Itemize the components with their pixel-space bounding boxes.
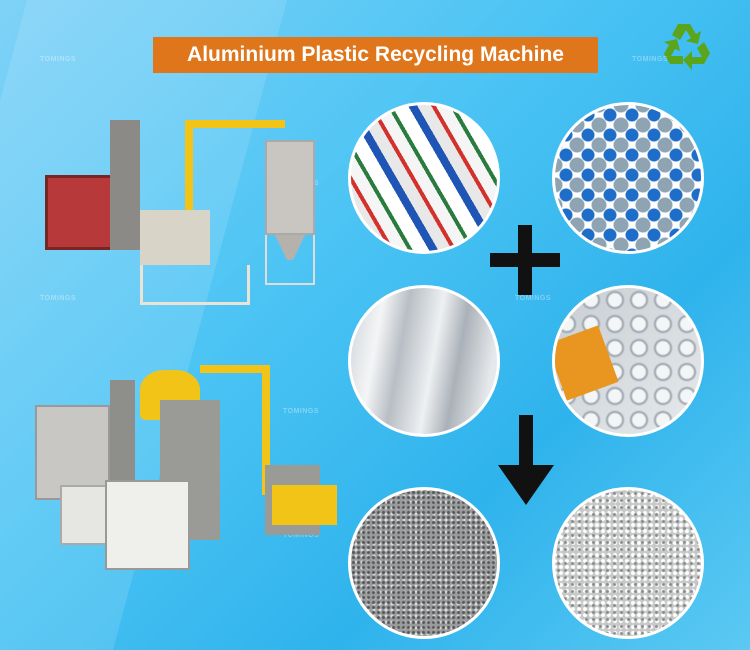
page-title: Aluminium Plastic Recycling Machine — [153, 37, 598, 73]
machine-image-top — [40, 110, 340, 320]
watermark: TOMINGS — [515, 295, 552, 302]
watermark: TOMINGS — [283, 408, 320, 415]
arrow-down-icon — [498, 415, 554, 505]
blister-packs-image — [552, 285, 704, 437]
aluminium-powder-image — [348, 487, 500, 639]
watermark: TOMINGS — [40, 56, 77, 63]
machine-image-bottom — [30, 350, 350, 580]
watermark: TOMINGS — [40, 295, 77, 302]
watermark: TOMINGS — [283, 532, 320, 539]
plastic-powder-image — [552, 487, 704, 639]
toothpaste-tubes-image — [348, 102, 500, 254]
aluminium-caps-image — [552, 102, 704, 254]
recycle-icon — [664, 24, 710, 70]
watermark: TOMINGS — [632, 56, 669, 63]
plus-icon — [490, 225, 560, 295]
aluminium-pouches-image — [348, 285, 500, 437]
